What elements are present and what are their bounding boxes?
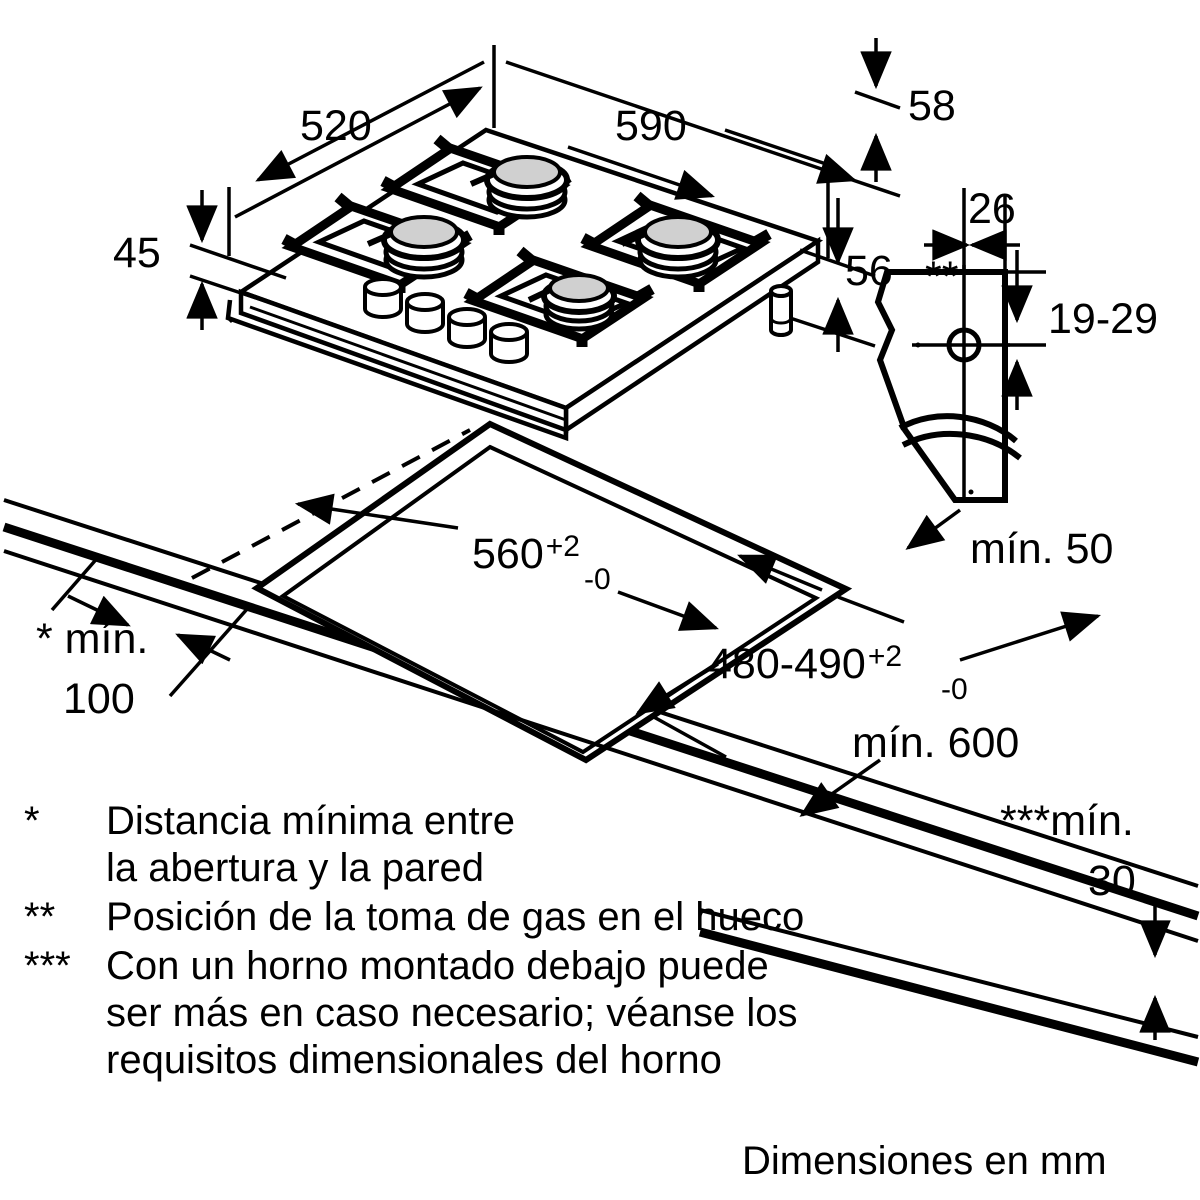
footnote-block: * Distancia mínima entre la abertura y l… bbox=[24, 798, 984, 1084]
dimension-label-45: 45 bbox=[113, 229, 161, 277]
cutout-dimension-lines bbox=[50, 493, 1171, 1040]
worktop-underside bbox=[698, 908, 1200, 1067]
dimension-label-cutout-width: 560+2-0 bbox=[472, 530, 611, 595]
footnote-line: Distancia mínima entre bbox=[106, 799, 516, 843]
dimension-label-min-wall: * mín. bbox=[36, 615, 149, 663]
footnote-row: ** Posición de la toma de gas en el huec… bbox=[24, 894, 984, 941]
footnote-line: la abertura y la pared bbox=[106, 846, 485, 890]
footnote-marker: *** bbox=[24, 944, 71, 988]
dimension-label-min-wall-value: 100 bbox=[63, 675, 135, 723]
dimension-label-590: 590 bbox=[615, 102, 687, 150]
dimension-label-cutout-depth: 480-490+2 -0 bbox=[708, 640, 968, 705]
footnote-line: requisitos dimensionales del horno bbox=[106, 1038, 722, 1082]
dimension-label-58: 58 bbox=[908, 82, 956, 130]
footnote-marker: * bbox=[24, 799, 40, 843]
dimension-label-19-29: 19-29 bbox=[1048, 295, 1158, 343]
footnote-line: Con un horno montado debajo puede bbox=[106, 944, 769, 988]
footnote-row: *** Con un horno montado debajo puede se… bbox=[24, 943, 984, 1084]
footnote-row: * Distancia mínima entre la abertura y l… bbox=[24, 798, 984, 892]
units-label: Dimensiones en mm bbox=[742, 1139, 1107, 1183]
dimension-label-min-600: mín. 600 bbox=[852, 719, 1020, 767]
dimension-label-min-below-value: 30 bbox=[1088, 857, 1136, 905]
gas-position-marker: ** bbox=[925, 253, 959, 301]
footnote-marker: ** bbox=[24, 895, 56, 939]
cutout-depth-value: 480-490 bbox=[708, 640, 866, 688]
control-knobs bbox=[363, 277, 529, 364]
dimension-label-min-below: ***mín. bbox=[1000, 797, 1134, 845]
footnote-text: Con un horno montado debajo puede ser má… bbox=[106, 943, 797, 1084]
gas-inlet-bracket bbox=[874, 265, 1022, 503]
footnote-text: Posición de la toma de gas en el hueco bbox=[106, 894, 804, 941]
cutout-depth-tol-plus: +2 bbox=[867, 640, 903, 673]
footnote-line: ser más en caso necesario; véanse los bbox=[106, 991, 798, 1035]
dimension-label-520: 520 bbox=[300, 102, 372, 150]
bracket-dimension-lines bbox=[924, 188, 1046, 410]
cutout-width-tol-plus: +2 bbox=[545, 530, 580, 563]
cutout-width-value: 560 bbox=[472, 530, 544, 578]
footnote-line: Posición de la toma de gas en el hueco bbox=[106, 895, 805, 939]
dimension-label-min-50: mín. 50 bbox=[970, 525, 1114, 573]
hob-dimension-lines bbox=[186, 38, 901, 352]
gas-burners bbox=[366, 155, 721, 332]
cutout-depth-tol-minus: -0 bbox=[941, 673, 968, 706]
dimension-label-56: 56 bbox=[845, 247, 893, 295]
worktop-front-band bbox=[3, 549, 1199, 943]
footnote-text: Distancia mínima entre la abertura y la … bbox=[106, 798, 515, 892]
cutout-width-tol-minus: -0 bbox=[584, 563, 611, 596]
dimension-label-26: 26 bbox=[968, 185, 1016, 233]
